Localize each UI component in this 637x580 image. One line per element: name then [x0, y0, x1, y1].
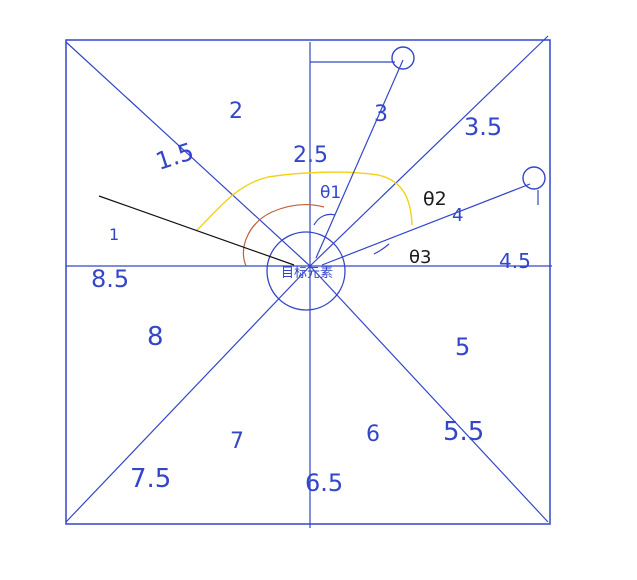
ray-to-right-point — [321, 183, 531, 266]
diagonal-upper-right — [309, 35, 549, 267]
sector-label-8: 8 — [147, 322, 164, 352]
diagonal-upper-left — [65, 41, 311, 267]
diagonal-lower-right — [309, 265, 549, 523]
sector-label-4: 4 — [452, 205, 463, 226]
right-point-circle — [522, 166, 546, 190]
upper-point-circle — [391, 46, 415, 70]
ray-to-upper-point — [315, 59, 404, 259]
sector-label-2: 2 — [229, 99, 243, 124]
diagonal-lower-left — [65, 265, 311, 523]
pointer-line — [98, 195, 295, 266]
sector-label-7: 7 — [230, 429, 244, 454]
outer-frame — [65, 39, 551, 525]
arc-theta3 — [373, 243, 390, 255]
arc-inner — [242, 203, 325, 267]
sector-label-5: 5 — [455, 333, 470, 361]
sector-label-7-5: 7.5 — [130, 464, 171, 494]
theta2-label: θ2 — [423, 188, 447, 210]
target-element-circle — [266, 231, 346, 311]
sector-label-2-5: 2.5 — [293, 143, 328, 168]
center-label: 目标元素 — [281, 266, 333, 281]
arc-theta1 — [313, 213, 336, 226]
sector-label-5-5: 5.5 — [443, 417, 484, 447]
sector-label-3: 3 — [374, 102, 388, 127]
sector-label-1-5: 1.5 — [152, 137, 197, 175]
sector-label-1: 1 — [109, 225, 119, 244]
theta1-label: θ1 — [320, 183, 341, 203]
sector-label-8-5: 8.5 — [91, 265, 129, 293]
arc-outer — [195, 171, 413, 232]
sector-label-6-5: 6.5 — [305, 469, 343, 497]
sector-label-4-5: 4.5 — [499, 249, 531, 273]
sector-label-3-5: 3.5 — [464, 113, 502, 141]
sector-label-6: 6 — [366, 422, 380, 447]
theta3-label: θ3 — [409, 247, 431, 268]
